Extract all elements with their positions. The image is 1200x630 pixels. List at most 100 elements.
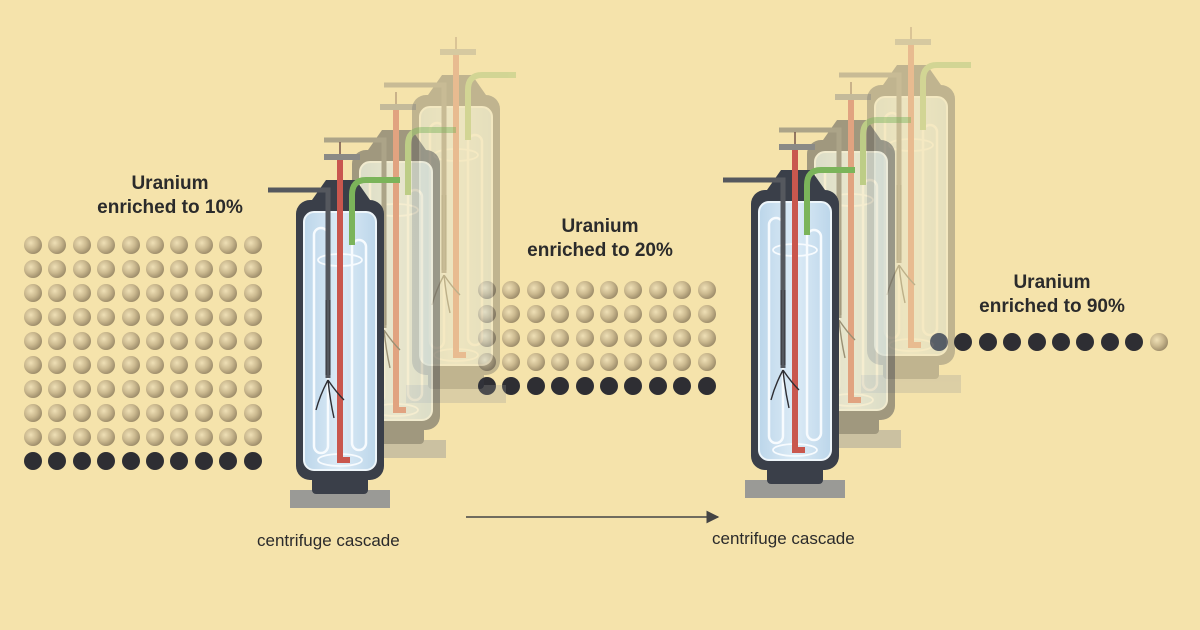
u238-atom: [194, 404, 213, 422]
centrifuge-caption-2: centrifuge cascade: [712, 529, 855, 548]
u235-atom: [1076, 333, 1095, 351]
u238-atom: [97, 356, 116, 374]
u235-atom: [648, 377, 667, 395]
u238-atom: [551, 329, 570, 347]
u238-atom: [243, 380, 262, 398]
u238-atom: [673, 353, 692, 371]
u238-atom: [243, 428, 262, 446]
u238-atom: [194, 260, 213, 278]
u238-atom: [24, 332, 42, 350]
u238-atom: [478, 305, 496, 323]
u238-atom: [599, 329, 618, 347]
u238-atom: [243, 260, 262, 278]
u238-atom: [219, 404, 238, 422]
u238-atom: [145, 308, 164, 326]
u238-atom: [72, 236, 91, 254]
u238-atom: [97, 404, 116, 422]
u235-atom: [72, 452, 91, 470]
u238-atom: [121, 260, 140, 278]
u235-atom: [1051, 333, 1070, 351]
u238-atom: [48, 380, 67, 398]
u238-atom: [502, 305, 521, 323]
u238-atom: [72, 380, 91, 398]
u238-atom: [502, 329, 521, 347]
centrifuge-icon: [324, 92, 456, 458]
u238-atom: [145, 332, 164, 350]
u238-atom: [648, 281, 667, 299]
u238-atom: [502, 353, 521, 371]
u238-atom: [121, 380, 140, 398]
u238-atom: [697, 305, 716, 323]
u238-atom: [194, 428, 213, 446]
stage-10-title-line2: enriched to 10%: [97, 197, 243, 218]
u238-atom: [24, 260, 42, 278]
u238-atom: [219, 356, 238, 374]
u235-atom: [24, 452, 42, 470]
u238-atom: [121, 332, 140, 350]
u238-atom: [145, 236, 164, 254]
u238-atom: [599, 353, 618, 371]
u235-atom: [194, 452, 213, 470]
u235-atom: [121, 452, 140, 470]
u235-atom: [243, 452, 262, 470]
u238-atom: [72, 332, 91, 350]
u235-atom: [219, 452, 238, 470]
u238-atom: [243, 332, 262, 350]
u238-atom: [575, 353, 594, 371]
u238-atom: [502, 281, 521, 299]
centrifuge-icon: [723, 132, 855, 498]
u238-atom: [243, 284, 262, 302]
u238-atom: [551, 305, 570, 323]
stage-20-atom-grid: [475, 278, 719, 398]
u235-atom: [1003, 333, 1022, 351]
u238-atom: [97, 236, 116, 254]
u238-atom: [72, 356, 91, 374]
u238-atom: [478, 353, 496, 371]
u235-atom: [954, 333, 973, 351]
u238-atom: [24, 308, 42, 326]
u238-atom: [121, 404, 140, 422]
u235-atom: [48, 452, 67, 470]
u238-atom: [48, 428, 67, 446]
u238-atom: [219, 332, 238, 350]
u238-atom: [121, 428, 140, 446]
u235-atom: [673, 377, 692, 395]
stage-20-title-line1: Uranium: [561, 216, 639, 237]
u238-atom: [48, 404, 67, 422]
u238-atom: [243, 308, 262, 326]
u238-atom: [97, 380, 116, 398]
u238-atom: [48, 284, 67, 302]
u238-atom: [697, 281, 716, 299]
u238-atom: [121, 356, 140, 374]
u238-atom: [243, 236, 262, 254]
u238-atom: [72, 404, 91, 422]
stage-20-title-line2: enriched to 20%: [527, 240, 673, 261]
stage-10-title: Uranium enriched to 10%: [55, 172, 285, 220]
u238-atom: [72, 428, 91, 446]
u238-atom: [599, 281, 618, 299]
u238-atom: [24, 236, 42, 254]
u235-atom: [551, 377, 570, 395]
u238-atom: [145, 260, 164, 278]
u238-atom: [478, 329, 496, 347]
u238-atom: [145, 404, 164, 422]
u238-atom: [219, 236, 238, 254]
u238-atom: [72, 308, 91, 326]
u238-atom: [648, 305, 667, 323]
u238-atom: [243, 404, 262, 422]
u235-atom: [1125, 333, 1144, 351]
u238-atom: [243, 356, 262, 374]
stage-10-title-line1: Uranium: [131, 173, 209, 194]
centrifuge-icon: [268, 142, 400, 508]
u238-atom: [170, 260, 189, 278]
u238-atom: [648, 329, 667, 347]
u238-atom: [575, 305, 594, 323]
u235-atom: [478, 377, 496, 395]
u238-atom: [48, 260, 67, 278]
u238-atom: [72, 284, 91, 302]
u238-atom: [170, 380, 189, 398]
u238-atom: [526, 281, 545, 299]
u235-atom: [1100, 333, 1119, 351]
u238-atom: [219, 380, 238, 398]
u235-atom: [575, 377, 594, 395]
